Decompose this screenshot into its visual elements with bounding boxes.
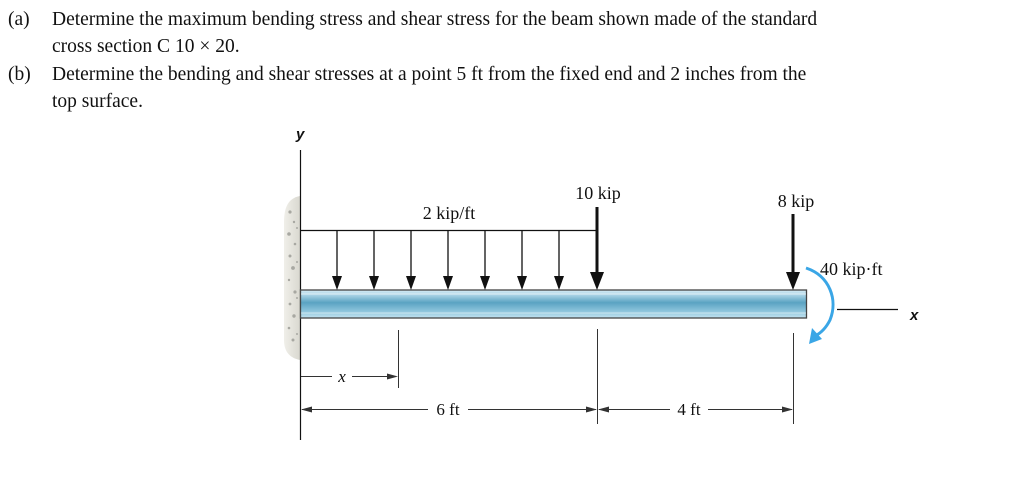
part-a-text-1: Determine the maximum bending stress and… [52,9,818,30]
dimension-6-ft [301,406,597,413]
distributed-load-label: 2 kip/ft [423,203,476,223]
dimension-6-ft-label: 6 ft [436,400,459,419]
fixed-support-icon [284,196,300,360]
x-axis-label: x [909,307,919,324]
dimension-4-ft [598,406,793,413]
y-axis-label: y [295,126,305,143]
distributed-load [300,229,597,290]
x-dimension [301,373,398,380]
point-load-8-kip-label: 8 kip [778,191,815,211]
point-load-10-kip-label: 10 kip [575,183,621,203]
part-b-label: (b) [8,64,31,85]
part-a-label: (a) [8,9,30,30]
point-load-10-kip-arrow [590,207,604,290]
part-a-text-2: cross section C 10 × 20. [52,36,240,57]
x-dimension-label: x [337,367,346,386]
beam [299,289,808,319]
part-b-text-2: top surface. [52,91,143,112]
dimension-4-ft-label: 4 ft [677,400,700,419]
point-load-8-kip-arrow [786,214,800,290]
moment-arrow-icon [805,266,835,344]
moment-label: 40 kip·ft [820,259,883,279]
part-b-text-1: Determine the bending and shear stresses… [52,64,807,85]
dimension-extension-lines [398,329,794,424]
